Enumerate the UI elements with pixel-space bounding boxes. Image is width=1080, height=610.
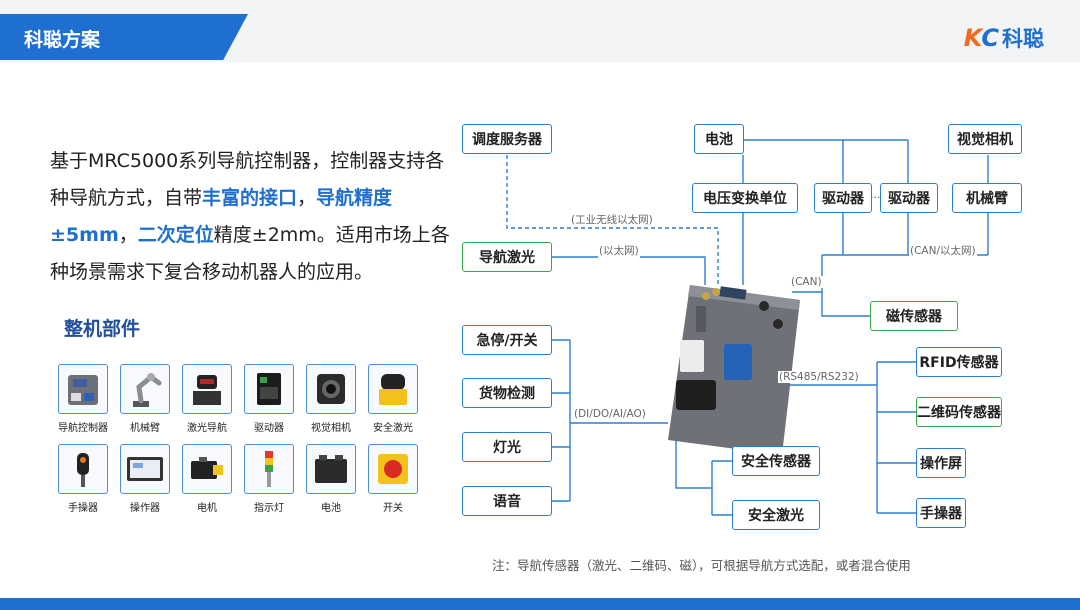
box-robot-arm: 机械臂 <box>952 183 1022 213</box>
parts-title: 整机部件 <box>64 318 141 340</box>
part-label: 驱动器 <box>254 423 284 434</box>
box-handheld: 手操器 <box>916 498 966 528</box>
box-rfid-sensor: RFID传感器 <box>916 347 1002 377</box>
box-driver-1: 驱动器 <box>814 183 872 213</box>
controller-device <box>668 285 800 455</box>
box-operation-screen: 操作屏 <box>916 448 966 478</box>
part-label: 导航控制器 <box>58 423 108 434</box>
box-estop-switch: 急停/开关 <box>462 325 552 355</box>
handheld-icon <box>58 444 108 494</box>
part-label: 机械臂 <box>130 423 160 434</box>
lidar-icon <box>182 364 232 414</box>
motor-icon <box>182 444 232 494</box>
tag-wireless: (工业无线以太网) <box>570 212 654 227</box>
box-battery: 电池 <box>694 124 744 154</box>
box-cargo-detect: 货物检测 <box>462 378 552 408</box>
box-voltage-unit: 电压变换单位 <box>692 183 798 213</box>
part-controller: 导航控制器 <box>58 364 108 434</box>
driver-icon <box>244 364 294 414</box>
box-light: 灯光 <box>462 432 552 462</box>
part-label: 视觉相机 <box>311 423 351 434</box>
safety-laser-icon <box>368 364 418 414</box>
battery-icon <box>306 444 356 494</box>
footnote: 注：导航传感器（激光、二维码、磁），可根据导航方式选配，或者混合使用 <box>492 558 911 573</box>
box-qr-sensor: 二维码传感器 <box>916 397 1002 427</box>
box-vision-camera: 视觉相机 <box>948 124 1022 154</box>
controller-icon <box>58 364 108 414</box>
tag-rs485: (RS485/RS232) <box>778 371 860 383</box>
part-battery: 电池 <box>306 444 356 514</box>
part-label: 激光导航 <box>187 423 227 434</box>
footer-bar <box>0 598 1080 610</box>
part-label: 开关 <box>383 503 403 514</box>
logo-chinese: 科聪 <box>1002 27 1044 51</box>
tag-ethernet: (以太网) <box>598 243 640 258</box>
part-label: 指示灯 <box>254 503 284 514</box>
box-dispatch-server: 调度服务器 <box>462 124 552 154</box>
part-indicator-light: 指示灯 <box>244 444 294 514</box>
title-tab: 科聪方案 <box>0 14 248 60</box>
part-lidar: 激光导航 <box>182 364 232 434</box>
tag-dots: ··· <box>869 191 882 204</box>
part-switch: 开关 <box>368 444 418 514</box>
tag-dio: (DI/DO/AI/AO) <box>573 408 647 420</box>
robot-arm-icon <box>120 364 170 414</box>
tag-can-ethernet: (CAN/以太网) <box>909 243 977 258</box>
page-title: 科聪方案 <box>24 29 101 51</box>
brand-logo: KC 科聪 <box>964 22 1044 54</box>
box-nav-laser: 导航激光 <box>462 242 552 272</box>
box-magnetic-sensor: 磁传感器 <box>870 301 958 331</box>
camera-icon <box>306 364 356 414</box>
intro-text: 基于MRC5000系列导航控制器，控制器支持各种导航方式，自带丰富的接口，导航精… <box>50 150 450 283</box>
part-robot-arm: 机械臂 <box>120 364 170 434</box>
part-label: 电池 <box>321 503 341 514</box>
tag-can: (CAN) <box>790 276 823 288</box>
box-safety-laser: 安全激光 <box>732 500 820 530</box>
part-label: 手操器 <box>68 503 98 514</box>
switch-icon <box>368 444 418 494</box>
part-label: 安全激光 <box>373 423 413 434</box>
box-driver-2: 驱动器 <box>880 183 938 213</box>
part-handheld: 手操器 <box>58 444 108 514</box>
logo-latin: KC <box>963 24 999 52</box>
part-operator-panel: 操作器 <box>120 444 170 514</box>
part-label: 操作器 <box>130 503 160 514</box>
box-safety-sensor: 安全传感器 <box>732 446 820 476</box>
box-voice: 语音 <box>462 486 552 516</box>
part-safety-laser: 安全激光 <box>368 364 418 434</box>
operator-panel-icon <box>120 444 170 494</box>
part-driver: 驱动器 <box>244 364 294 434</box>
indicator-light-icon <box>244 444 294 494</box>
part-motor: 电机 <box>182 444 232 514</box>
part-camera: 视觉相机 <box>306 364 356 434</box>
part-label: 电机 <box>197 503 217 514</box>
